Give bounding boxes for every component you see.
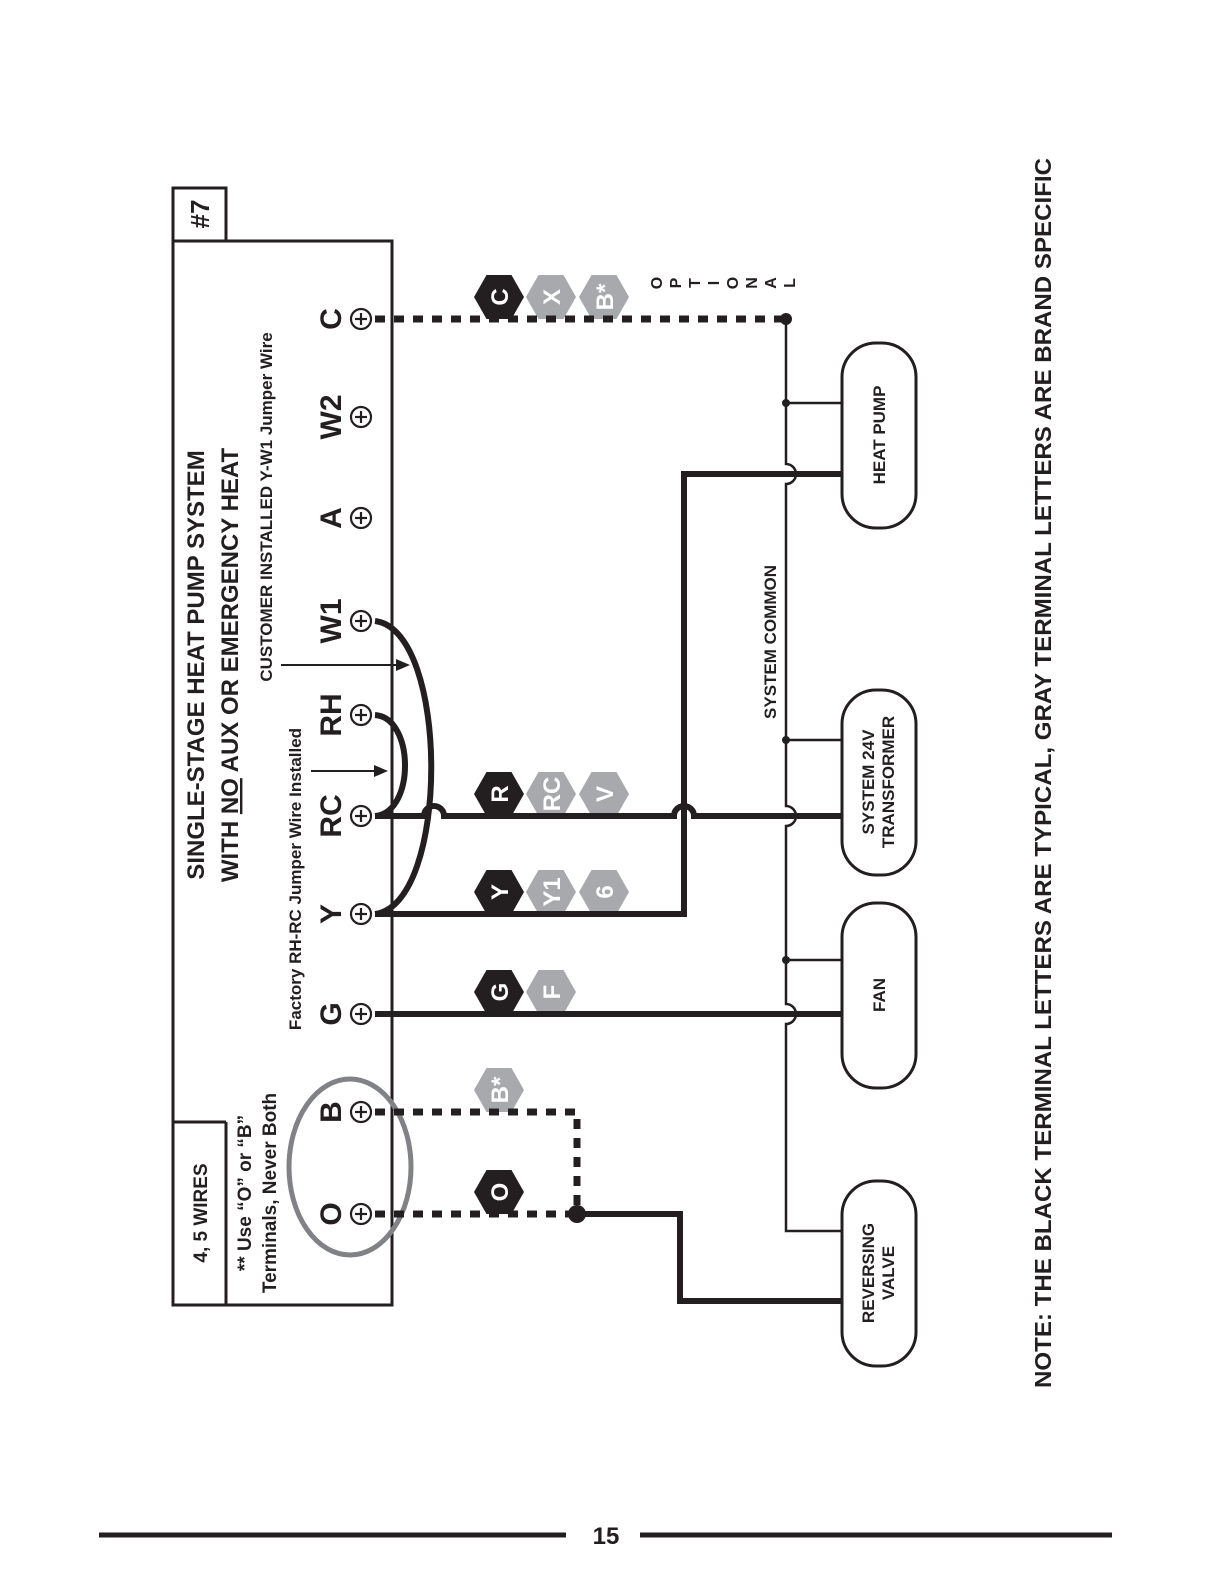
terminal-label-b: B [315,1101,348,1123]
system-common-line [784,319,842,1233]
terminal-label-w1: W1 [315,599,348,644]
component-reversing-valve: REVERSING VALVE [840,1179,918,1368]
terminal-tag-rc-0: R [474,772,524,816]
screw-icon[interactable] [349,1202,373,1226]
terminal-label-o: O [315,1202,348,1225]
optional-letter: T [687,278,704,288]
common-tap-fan-dot [782,956,790,964]
terminal-label-y: Y [315,904,348,924]
terminal-tag-label: Y [487,884,514,900]
screw-icon[interactable] [349,902,373,926]
terminal-tag-label: O [487,1183,514,1202]
optional-letter: O [725,277,742,289]
diagram-number: #7 [185,200,215,229]
wire-b-dashed [375,1108,581,1214]
use-note-line2: Terminals, Never Both [260,1093,281,1293]
use-note-line1: ** Use “O” or “B” [235,1115,256,1271]
terminal-tag-label: F [539,985,566,1000]
optional-letter: I [706,281,723,285]
terminal-tag-label: C [487,288,514,305]
common-tap-transformer-dot [782,736,790,744]
transformer-label-line1: SYSTEM 24V [859,729,878,835]
terminal-tag-rc-2: V [579,772,629,816]
customer-jumper-label: CUSTOMER INSTALLED Y-W1 Jumper Wire [257,332,276,681]
terminal-tag-g-1: F [526,970,576,1014]
terminal-label-w2: W2 [315,395,348,440]
reversing-valve-line1: REVERSING [859,1223,878,1323]
terminal-label-g: G [315,1002,348,1025]
system-common-label: SYSTEM COMMON [761,565,780,719]
terminal-tag-label: V [592,786,619,802]
terminal-tag-label: RC [539,777,566,812]
title-line2: WITH NO AUX OR EMERGENCY HEAT [217,448,244,883]
terminal-tag-label: R [487,785,514,802]
wire-y-heatpump [375,471,842,917]
terminal-label-c: C [315,308,348,330]
brand-note: NOTE: THE BLACK TERMINAL LETTERS ARE TYP… [1030,158,1056,1388]
terminal-label-rh: RH [315,693,348,736]
terminal-label-a: A [315,507,348,529]
terminal-tag-b-0: B* [474,1068,524,1112]
screw-icon[interactable] [349,1002,373,1026]
title-line2-suffix: AUX OR EMERGENCY HEAT [217,448,244,779]
terminal-tag-label: B* [592,283,619,310]
fan-label: FAN [870,978,889,1012]
terminal-label-rc: RC [315,794,348,837]
component-fan: FAN [840,901,918,1090]
screw-icon[interactable] [349,703,373,727]
thermostat-panel [171,239,394,1307]
terminal-tag-rc-1: RC [526,772,576,816]
title-line1: SINGLE-STAGE HEAT PUMP SYSTEM [183,450,210,879]
title-line2-prefix: WITH [217,814,244,882]
optional-letter: P [668,277,685,288]
wires-box-label: 4, 5 WIRES [191,1163,212,1262]
factory-jumper-arrow-head [374,765,388,777]
terminals: O B G Y RC RH W1 A W2 C O B* G F Y Y1 6 R RC V C X B* [315,275,629,1226]
title-line2-underlined: NO [217,778,244,814]
terminal-tag-label: 6 [592,885,619,898]
diagram-number-box [171,186,228,243]
component-transformer: SYSTEM 24V TRANSFORMER [840,688,918,877]
wire-reversing-valve [577,1211,842,1304]
terminal-tag-g-0: G [474,970,524,1014]
terminal-tag-o-0: O [474,1170,524,1214]
jumper-rh-rc [374,712,408,819]
terminal-tag-c-2: B* [579,275,629,319]
optional-letter: A [763,277,780,289]
terminal-tag-label: B* [487,1076,514,1103]
common-tap-heatpump-dot [782,399,790,407]
optional-letter: N [744,277,761,289]
terminal-tag-y-2: 6 [579,870,629,914]
ob-highlight-circle [286,1076,414,1258]
transformer-label-line2: TRANSFORMER [879,716,898,848]
factory-jumper-label: Factory RH-RC Jumper Wire Installed [286,728,305,1030]
page-number: 15 [593,1523,620,1550]
screw-icon[interactable] [349,1100,373,1124]
terminal-tag-y-1: Y1 [526,870,576,914]
component-heat-pump: HEAT PUMP [840,341,918,530]
screw-icon[interactable] [349,405,373,429]
terminal-tag-y-0: Y [474,870,524,914]
screw-icon[interactable] [349,506,373,530]
screw-icon[interactable] [349,307,373,331]
reversing-valve-line2: VALVE [879,1246,898,1300]
terminal-tag-c-1: X [526,275,576,319]
screw-icon[interactable] [349,609,373,633]
optional-letter: L [782,278,799,288]
heat-pump-label: HEAT PUMP [870,386,889,485]
optional-letter: O [649,277,666,289]
screw-icon[interactable] [349,804,373,828]
terminal-tag-label: Y1 [539,877,566,906]
customer-jumper-arrow-head [396,659,410,671]
terminal-tag-label: G [487,983,514,1002]
terminal-tag-c-0: C [474,275,524,319]
jumper-y-w1 [374,618,435,917]
terminal-tag-label: X [539,289,566,305]
